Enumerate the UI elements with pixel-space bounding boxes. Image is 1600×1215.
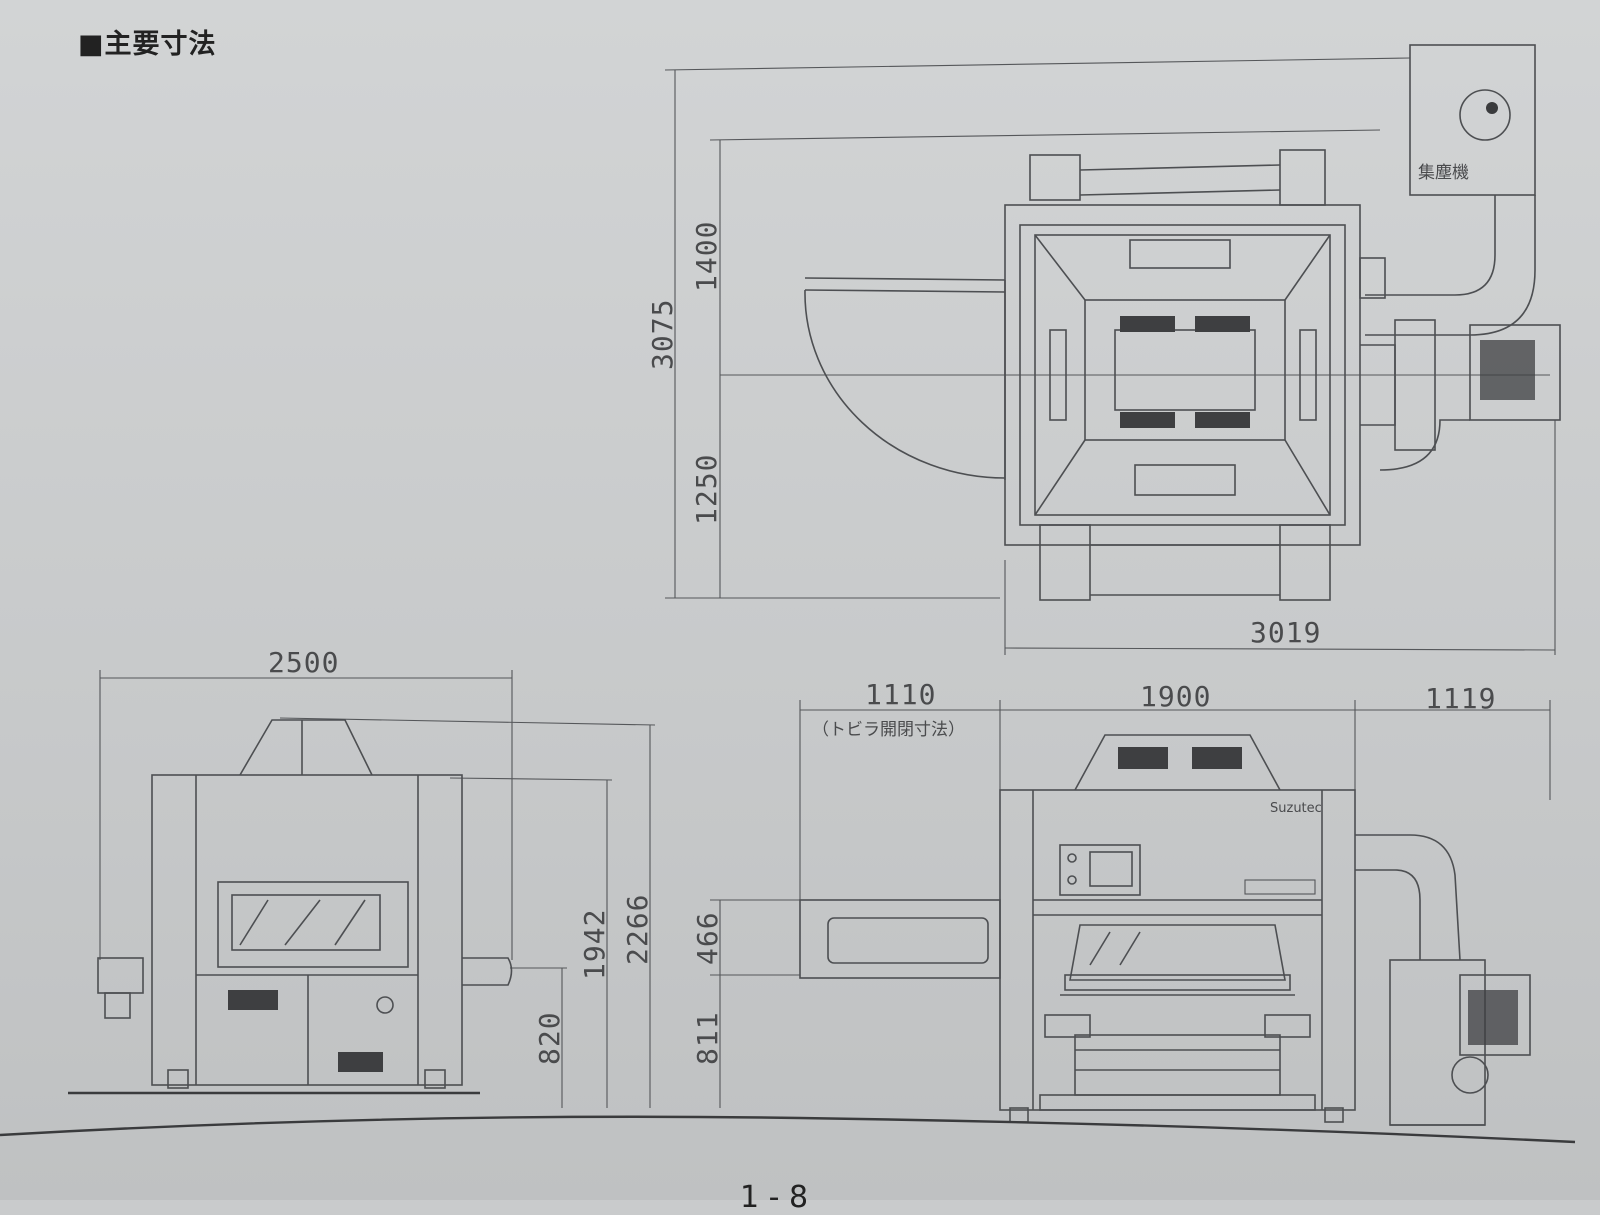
dim-side-table-height: 820 bbox=[533, 1011, 566, 1065]
dim-plan-front-depth: 1400 bbox=[690, 221, 723, 292]
brand-plate: Suzutec bbox=[1270, 801, 1322, 816]
dim-side-width: 2500 bbox=[268, 646, 339, 679]
dim-front-door-base: 811 bbox=[691, 1011, 724, 1065]
floor-curve bbox=[0, 1115, 1576, 1144]
dim-side-total-height: 2266 bbox=[621, 894, 654, 965]
dim-front-door-span: 1110 bbox=[865, 678, 936, 711]
side-view: 2500 2266 1942 820 bbox=[68, 646, 656, 1108]
section-title: ■主要寸法 bbox=[78, 29, 217, 60]
dim-front-body-width: 1900 bbox=[1140, 680, 1211, 713]
dim-plan-rear-depth: 1250 bbox=[690, 454, 723, 525]
page-number: 1 - 8 bbox=[740, 1180, 809, 1215]
dim-plan-total-depth: 3075 bbox=[646, 299, 679, 370]
dim-front-door-height: 466 bbox=[691, 911, 724, 965]
dust-collector-label: 集塵機 bbox=[1418, 163, 1469, 183]
plan-view: 3075 1400 1250 3019 bbox=[646, 44, 1561, 655]
dim-front-side-span: 1119 bbox=[1425, 682, 1496, 715]
door-open-note: （トビラ開閉寸法） bbox=[812, 720, 965, 740]
front-view: 1110 1900 1119 （トビラ開閉寸法） 466 811 Suzutec bbox=[691, 678, 1551, 1126]
dim-plan-total-width: 3019 bbox=[1250, 616, 1321, 649]
dim-side-body-height: 1942 bbox=[578, 909, 611, 980]
